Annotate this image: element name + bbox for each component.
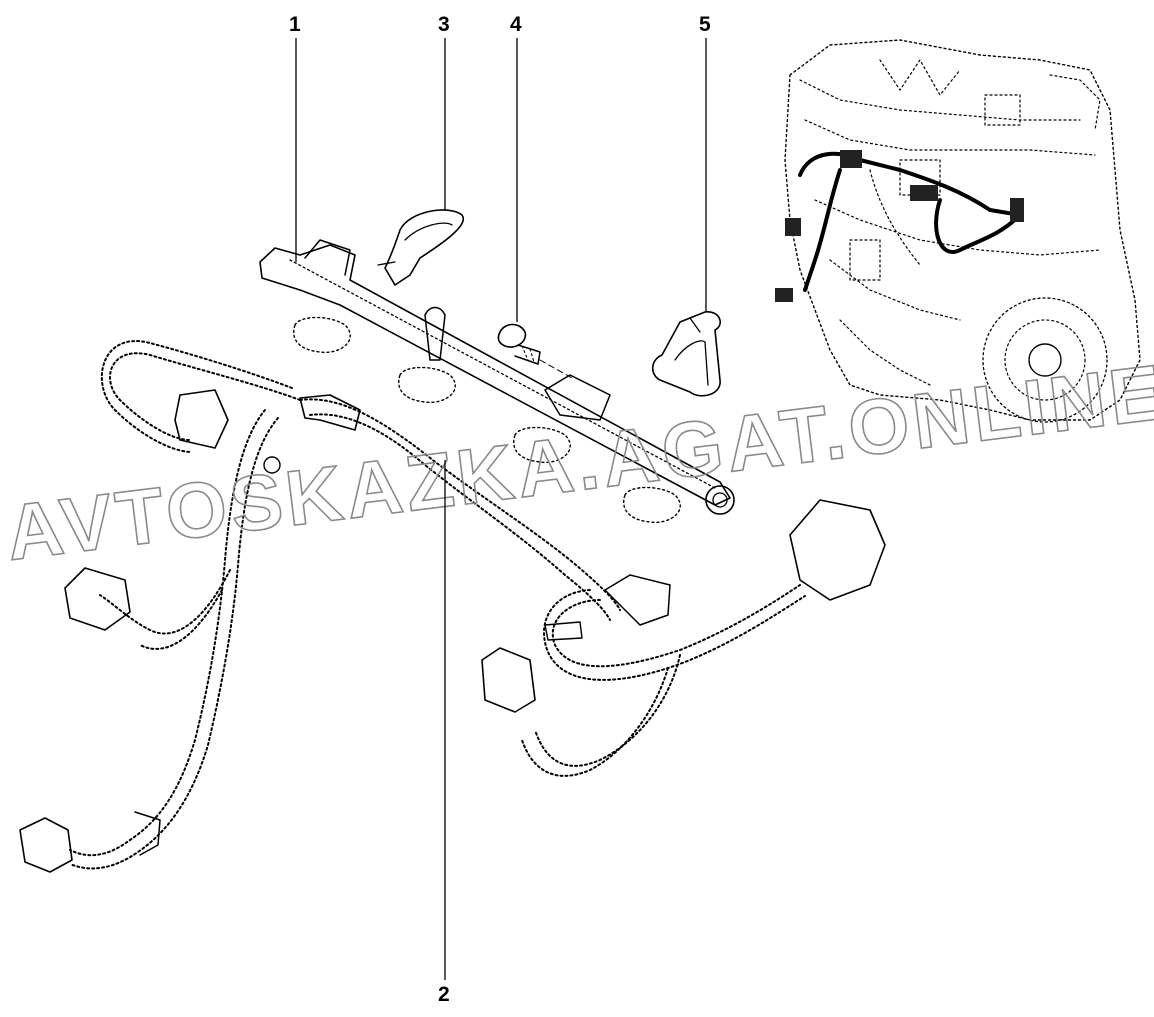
callout-3: 3 — [438, 13, 450, 210]
callout-label-5: 5 — [699, 13, 711, 36]
callout-1: 1 — [289, 13, 301, 262]
callout-label-3: 3 — [438, 13, 450, 36]
part-3-clip — [377, 209, 465, 286]
part-2-wiring-harness — [19, 340, 886, 873]
callout-label-4: 4 — [510, 13, 522, 36]
callout-5: 5 — [699, 13, 711, 312]
part-4-bolt — [497, 323, 573, 379]
engine-illustration — [775, 39, 1141, 423]
watermark-text: AVTOSKAZKA.AGAT.ONLINE — [1, 347, 1154, 577]
callout-4: 4 — [510, 13, 522, 322]
part-1-fuel-rail — [259, 239, 735, 524]
callout-label-2: 2 — [438, 983, 450, 1006]
callout-label-1: 1 — [289, 13, 301, 36]
watermark: AVTOSKAZKA.AGAT.ONLINE — [1, 347, 1154, 578]
part-5-clip — [651, 311, 721, 397]
callout-2: 2 — [438, 460, 450, 1006]
